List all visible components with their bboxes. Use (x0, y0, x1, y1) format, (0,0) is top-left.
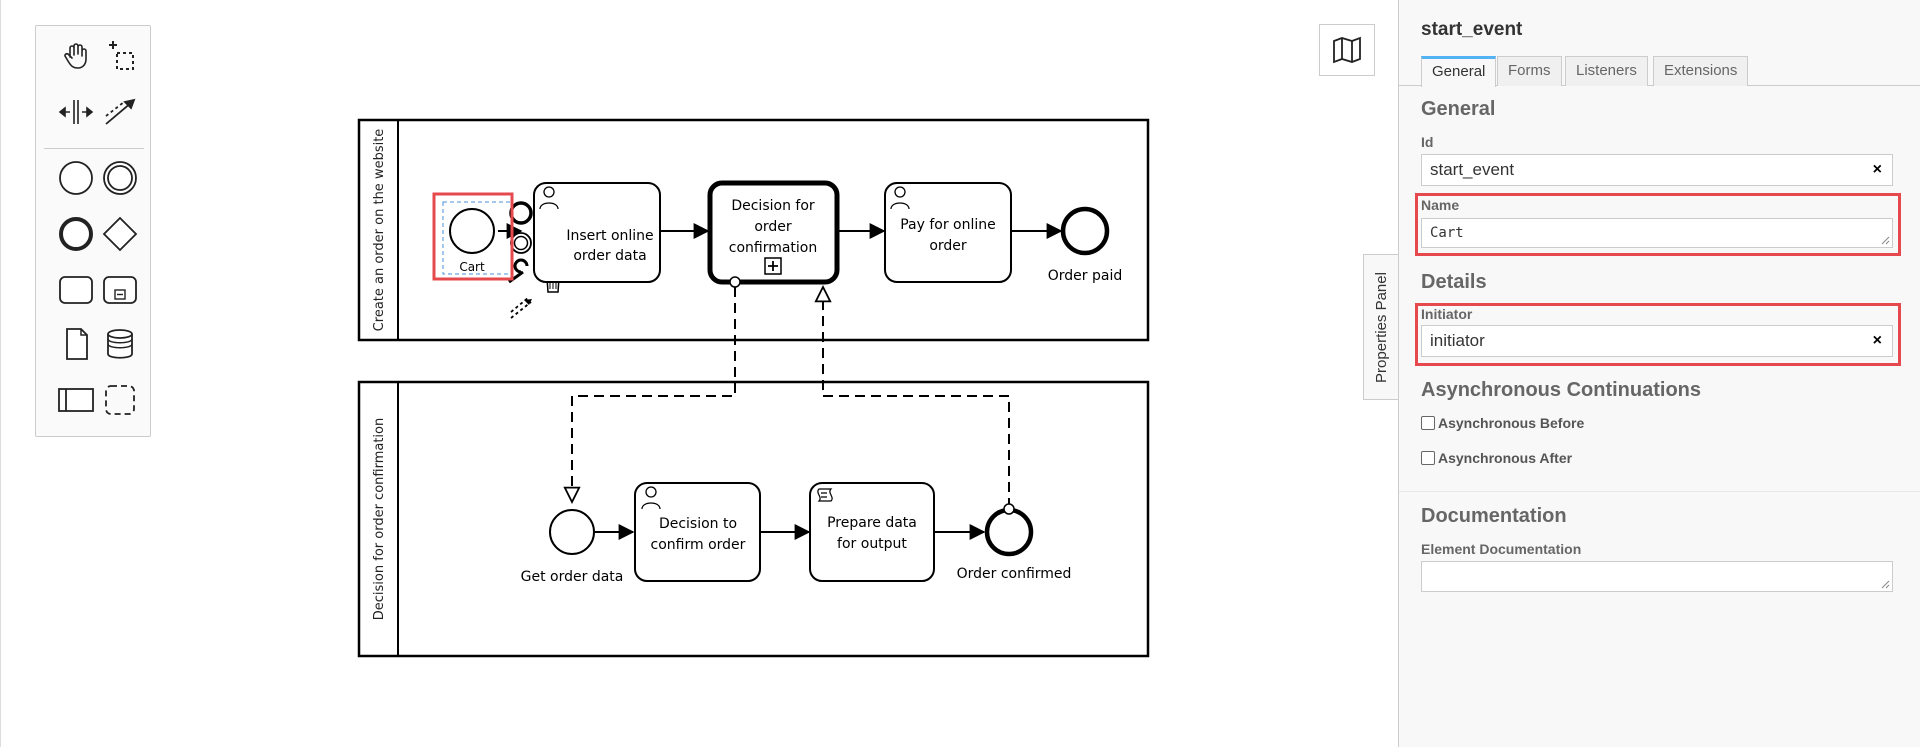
initiator-value: initiator (1430, 331, 1485, 350)
tab-forms[interactable]: Forms (1497, 56, 1562, 86)
user-task-icon (645, 486, 657, 498)
global-connect-tool-icon[interactable] (98, 90, 142, 134)
id-input[interactable]: start_event × (1421, 154, 1893, 186)
task-tool-icon[interactable] (54, 268, 98, 312)
decision-sub-line2: order (754, 219, 792, 235)
task-decision-to-confirm-order[interactable]: Decision to confirm order (634, 482, 761, 582)
tab-extensions[interactable]: Extensions (1653, 56, 1749, 86)
end-event-order-confirmed[interactable]: Order confirmed (957, 503, 1072, 582)
documentation-section-title: Documentation (1421, 505, 1567, 527)
connect-icon[interactable] (510, 301, 532, 319)
modeler-canvas[interactable]: Create an order on the website Decision … (0, 0, 1398, 747)
end-event-tool-icon[interactable] (54, 212, 98, 256)
task-pay-for-online-order[interactable]: Pay for online order (884, 182, 1012, 283)
pay-task-line1: Pay for online (900, 217, 996, 233)
cart-highlight (432, 192, 514, 281)
space-tool-icon[interactable] (54, 90, 98, 134)
tool-palette (35, 25, 151, 437)
task-prepare-data-for-output[interactable]: Prepare data for output (809, 482, 935, 582)
subprocess-decision-for-order-confirmation[interactable]: Decision for order confirmation (707, 180, 840, 288)
element-documentation-label: Element Documentation (1421, 541, 1582, 557)
tab-listeners[interactable]: Listeners (1565, 56, 1648, 86)
start-event-get-order-data[interactable]: Get order data (521, 509, 624, 585)
name-value: Cart (1430, 225, 1464, 241)
order-paid-label: Order paid (1048, 268, 1122, 284)
task-insert-online-order-data[interactable]: Insert online order data (533, 182, 661, 283)
properties-panel: start_event General Forms Listeners Exte… (1398, 0, 1920, 747)
append-end-event-icon[interactable] (509, 201, 533, 225)
name-label: Name (1421, 197, 1460, 213)
panel-title: start_event (1421, 19, 1523, 40)
initiator-input[interactable]: initiator × (1421, 325, 1893, 357)
async-before-label: Asynchronous Before (1438, 415, 1585, 431)
section-divider (1399, 491, 1920, 492)
async-after-box[interactable] (1421, 451, 1435, 465)
message-flow-to-get-order[interactable] (572, 287, 736, 502)
pool2-label: Decision for order confirmation (372, 418, 387, 620)
start-event-tool-icon[interactable] (54, 156, 98, 200)
subprocess-tool-icon[interactable] (98, 268, 142, 312)
user-task-icon (894, 186, 906, 198)
minimap-toggle-button[interactable] (1319, 24, 1375, 76)
resize-grip-icon[interactable] (1880, 579, 1890, 589)
decision-sub-line3: confirmation (729, 240, 818, 256)
get-order-label: Get order data (521, 569, 624, 585)
decision-task-line1: Decision to (659, 516, 737, 532)
element-documentation-input[interactable] (1421, 561, 1893, 592)
decision-sub-line1: Decision for (731, 198, 815, 214)
hand-tool-icon[interactable] (54, 34, 98, 78)
async-before-box[interactable] (1421, 416, 1435, 430)
decision-task-line2: confirm order (651, 537, 746, 553)
insert-task-line1: Insert online (566, 228, 653, 244)
id-value: start_event (1430, 160, 1515, 179)
lasso-tool-icon[interactable] (98, 34, 142, 78)
prepare-task-line1: Prepare data (827, 515, 917, 531)
general-section-title: General (1421, 98, 1496, 120)
async-after-label: Asynchronous After (1438, 450, 1573, 466)
initiator-label: Initiator (1421, 306, 1473, 322)
id-label: Id (1421, 134, 1434, 150)
message-flow-to-decision[interactable] (823, 287, 1010, 508)
bpmn-diagram: Create an order on the website Decision … (357, 118, 1150, 658)
async-before-checkbox[interactable]: Asynchronous Before (1421, 415, 1584, 431)
resize-grip-icon[interactable] (1880, 235, 1890, 245)
map-icon (1333, 36, 1361, 64)
script-task-icon (817, 488, 833, 502)
properties-panel-toggle[interactable]: Properties Panel (1363, 254, 1399, 400)
data-object-tool-icon[interactable] (54, 322, 98, 366)
clear-id-icon[interactable]: × (1872, 161, 1882, 178)
pay-task-line2: order (929, 238, 967, 254)
pool-tool-icon[interactable] (54, 378, 98, 422)
user-task-icon (543, 186, 555, 198)
prepare-task-line2: for output (837, 536, 907, 552)
intermediate-event-tool-icon[interactable] (98, 156, 142, 200)
details-section-title: Details (1421, 271, 1487, 293)
order-confirmed-label: Order confirmed (957, 566, 1072, 582)
async-after-checkbox[interactable]: Asynchronous After (1421, 450, 1572, 466)
gateway-tool-icon[interactable] (98, 212, 142, 256)
pool1-label: Create an order on the website (372, 129, 387, 332)
palette-separator (44, 148, 144, 149)
clear-initiator-icon[interactable]: × (1872, 332, 1882, 349)
name-input[interactable]: Cart (1421, 218, 1893, 248)
tab-general[interactable]: General (1421, 56, 1497, 87)
data-store-tool-icon[interactable] (98, 322, 142, 366)
start-event-cart[interactable]: Cart (442, 201, 514, 275)
async-section-title: Asynchronous Continuations (1421, 379, 1701, 401)
insert-task-line2: order data (573, 248, 646, 264)
panel-tabs: General Forms Listeners Extensions (1399, 54, 1920, 87)
end-event-order-paid[interactable]: Order paid (1048, 206, 1122, 284)
cart-label: Cart (459, 260, 485, 274)
properties-panel-toggle-label: Properties Panel (1373, 271, 1390, 383)
group-tool-icon[interactable] (98, 378, 142, 422)
